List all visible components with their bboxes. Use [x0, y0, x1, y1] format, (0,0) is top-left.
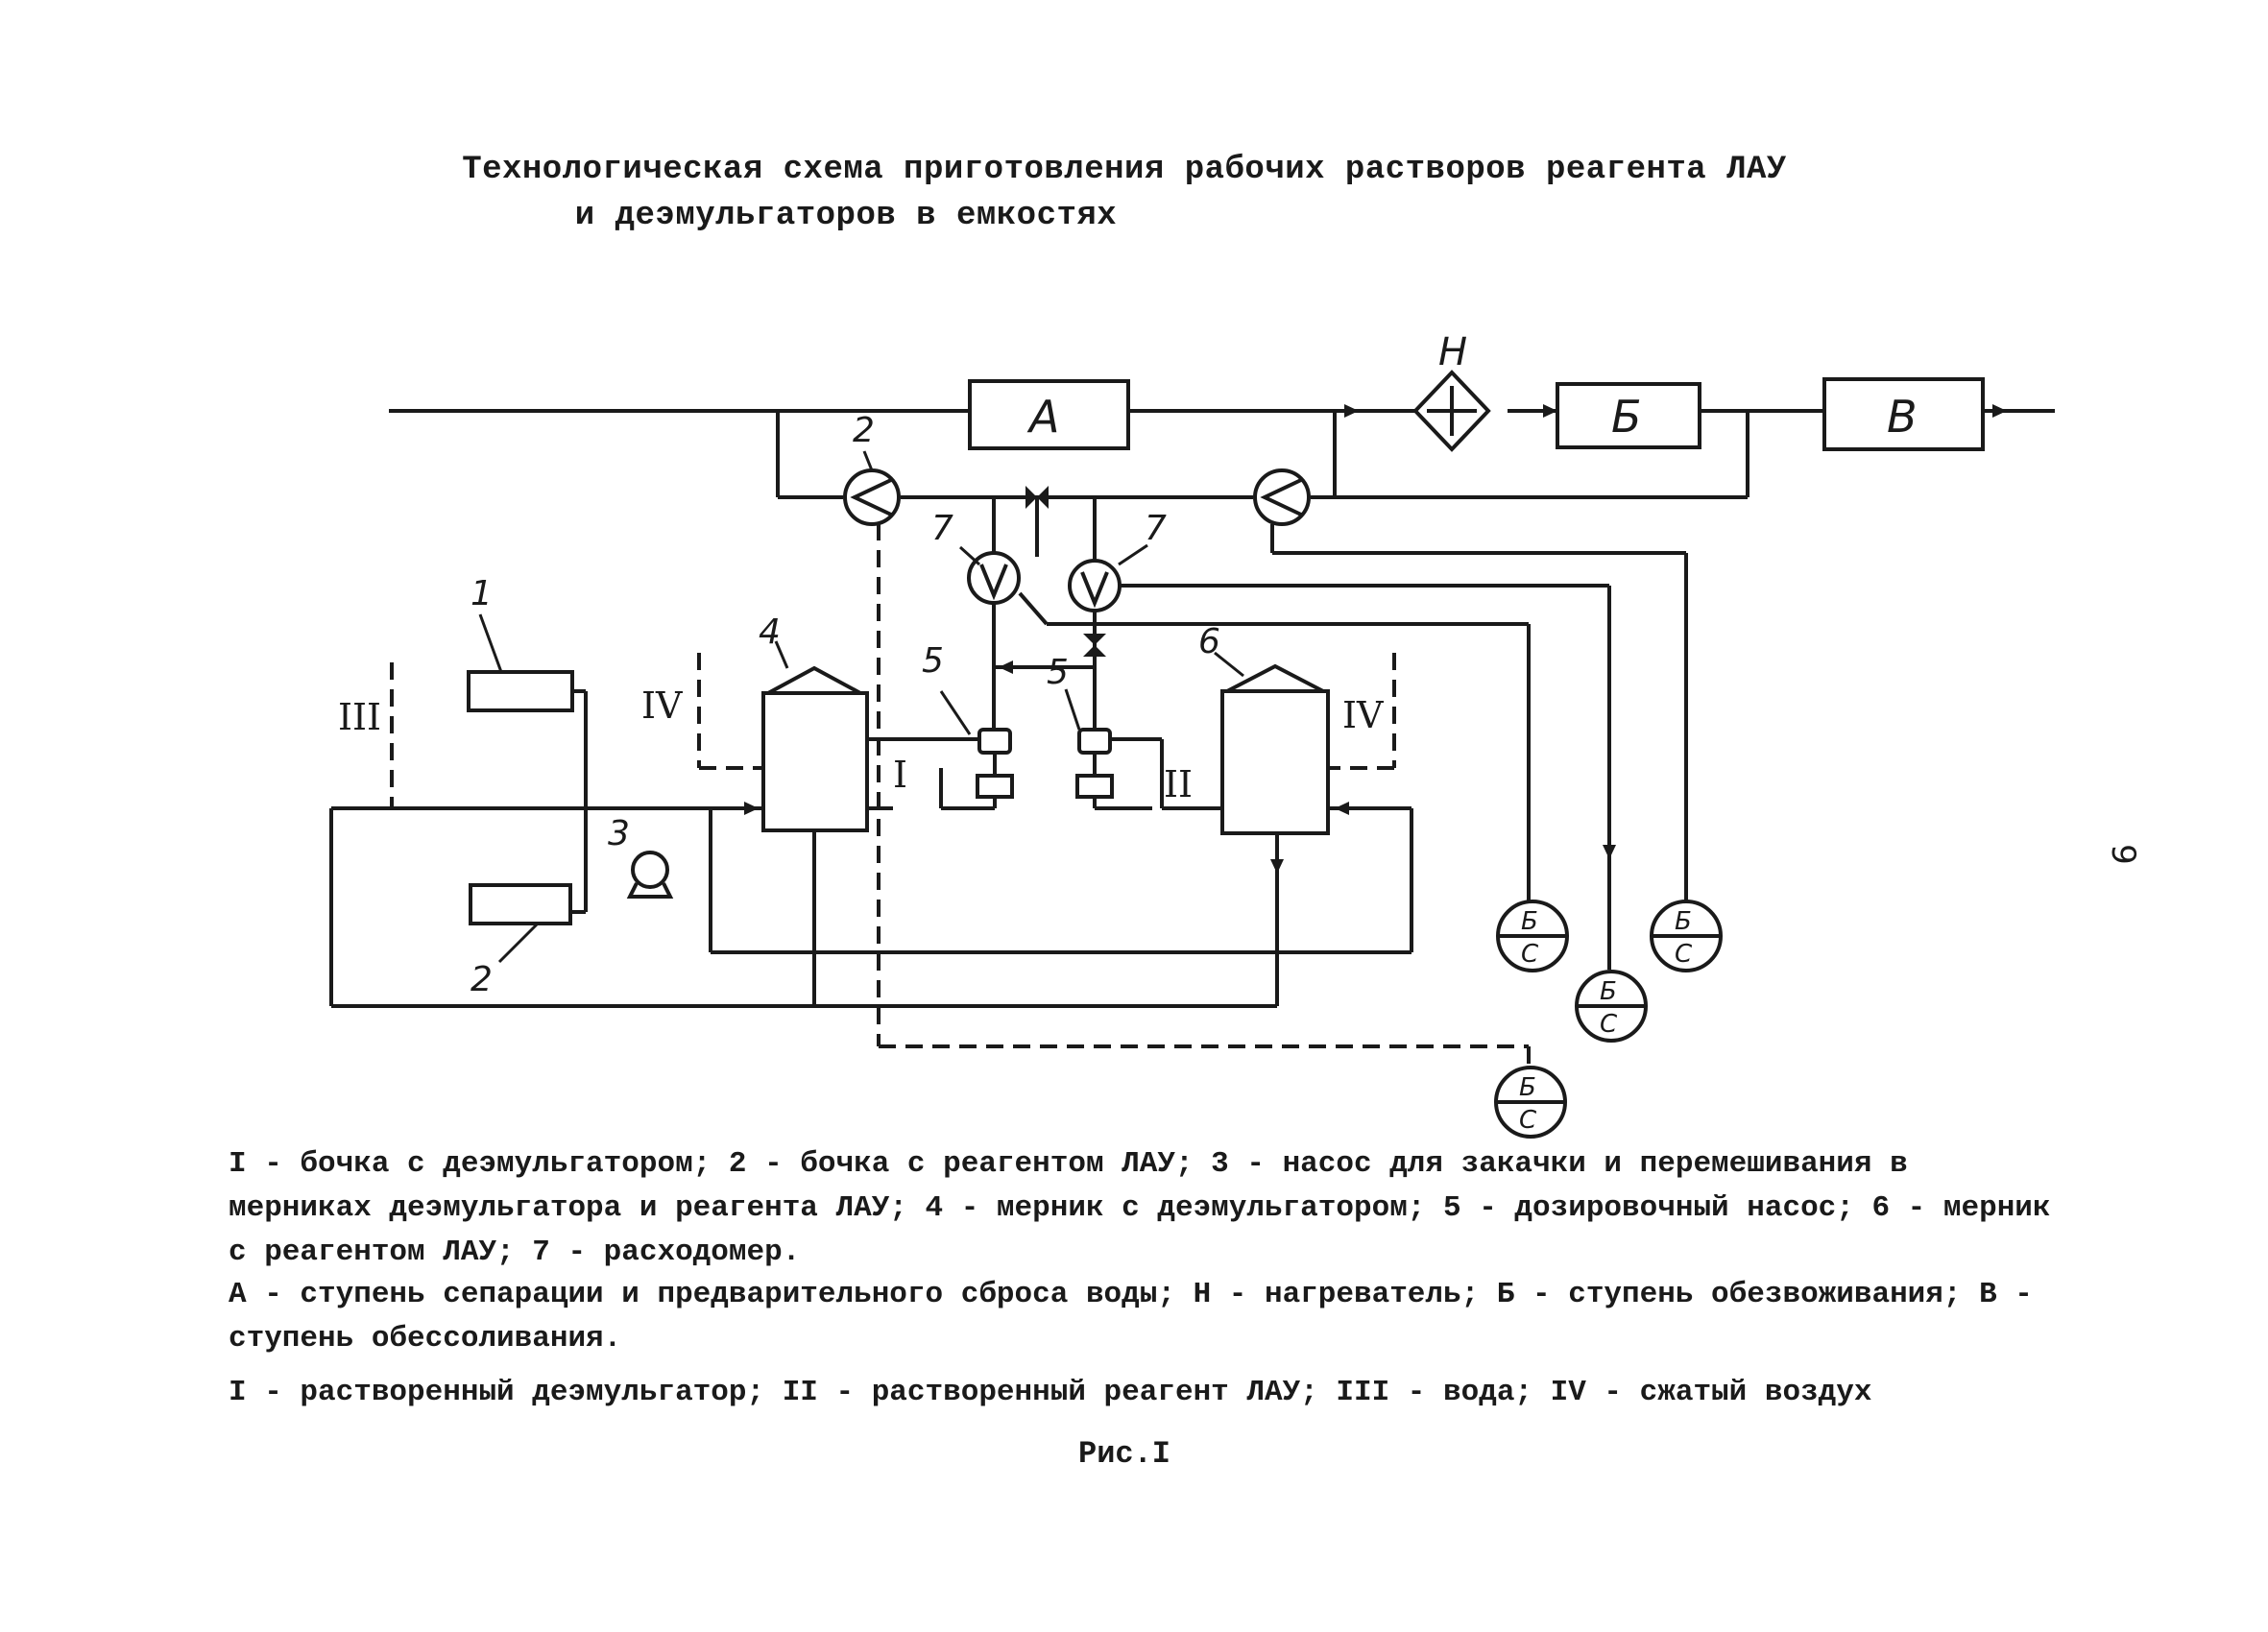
- diagram-title-line-1: Технологическая схема приготовления рабо…: [462, 152, 1787, 188]
- header-valve-icon: [1025, 486, 1049, 509]
- svg-text:С: С: [1521, 940, 1539, 969]
- callout-2-top: 2: [853, 411, 875, 450]
- callout-1: 1: [470, 574, 493, 613]
- flow-label-iv-left: IV: [641, 684, 683, 727]
- instrument-1: Б С: [1496, 900, 1569, 972]
- callout-7-left: 7: [931, 509, 953, 548]
- svg-text:Б: Б: [1519, 1073, 1536, 1102]
- svg-text:С: С: [1519, 1106, 1537, 1135]
- callout-leaders: [478, 450, 1244, 964]
- water-piping: [329, 737, 1413, 1008]
- callout-4: 4: [759, 612, 781, 652]
- injection-point-left-icon: [843, 468, 901, 526]
- callout-6: 6: [1198, 622, 1220, 661]
- callout-5-left: 5: [922, 641, 944, 681]
- svg-text:Б: Б: [1521, 907, 1538, 936]
- flow-label-iii: III: [338, 696, 381, 738]
- diagram-title-line-2: и деэмульгаторов в емкостях: [574, 198, 1118, 234]
- callout-2-bottom: 2: [470, 960, 493, 999]
- svg-text:С: С: [1600, 1010, 1618, 1039]
- instrument-3: Б С: [1650, 900, 1723, 972]
- injection-point-right-icon: [1253, 468, 1311, 526]
- dosing-pump-left-icon: [976, 728, 1014, 799]
- pump-3-icon: [626, 851, 674, 899]
- heater-label: Н: [1438, 330, 1467, 374]
- measuring-tank-4: [761, 665, 869, 832]
- dosing-header-line: [776, 411, 1749, 557]
- instrument-4: Б С: [1494, 1066, 1567, 1139]
- barrel-2-icon: [469, 883, 572, 925]
- stage-a-label: А: [1026, 391, 1059, 443]
- svg-text:С: С: [1675, 940, 1693, 969]
- stage-a-box: А: [968, 379, 1130, 450]
- callout-7-right: 7: [1145, 509, 1167, 548]
- legend-stages: А - ступень сепарации и предварительного…: [229, 1278, 2033, 1356]
- flow-label-iv-right: IV: [1342, 694, 1384, 736]
- flow-label-i: I: [893, 754, 907, 796]
- legend-flows: I - растворенный деэмульгатор; II - раст…: [229, 1376, 1872, 1409]
- flowmeter-right-icon: [1068, 497, 1122, 730]
- svg-text:Б: Б: [1600, 977, 1617, 1006]
- callout-5-right: 5: [1047, 653, 1069, 692]
- main-process-line: [389, 404, 2055, 418]
- flowmeter-left-icon: [967, 497, 1021, 730]
- instrument-lines: [1018, 524, 1688, 970]
- legend-equipment: I - бочка с деэмульгатором; 2 - бочка с …: [229, 1147, 2051, 1269]
- stage-v-box: В: [1822, 377, 1985, 451]
- figure-caption: Рис.I: [1077, 1436, 1170, 1472]
- stage-v-label: В: [1887, 391, 1918, 443]
- heater-icon: Н: [1412, 330, 1491, 452]
- instrument-2: Б С: [1575, 970, 1648, 1043]
- measuring-tank-6: [1220, 663, 1330, 835]
- callout-3: 3: [608, 814, 630, 853]
- barrel-1-icon: [467, 670, 574, 712]
- stage-b-box: Б: [1556, 382, 1701, 449]
- svg-text:Б: Б: [1675, 907, 1692, 936]
- dashed-utility-lines: [390, 523, 1531, 1070]
- page-number: 9: [2103, 844, 2142, 865]
- dosing-pump-right-icon: [1075, 728, 1114, 799]
- stage-b-label: Б: [1611, 391, 1642, 443]
- flow-label-ii: II: [1164, 763, 1193, 805]
